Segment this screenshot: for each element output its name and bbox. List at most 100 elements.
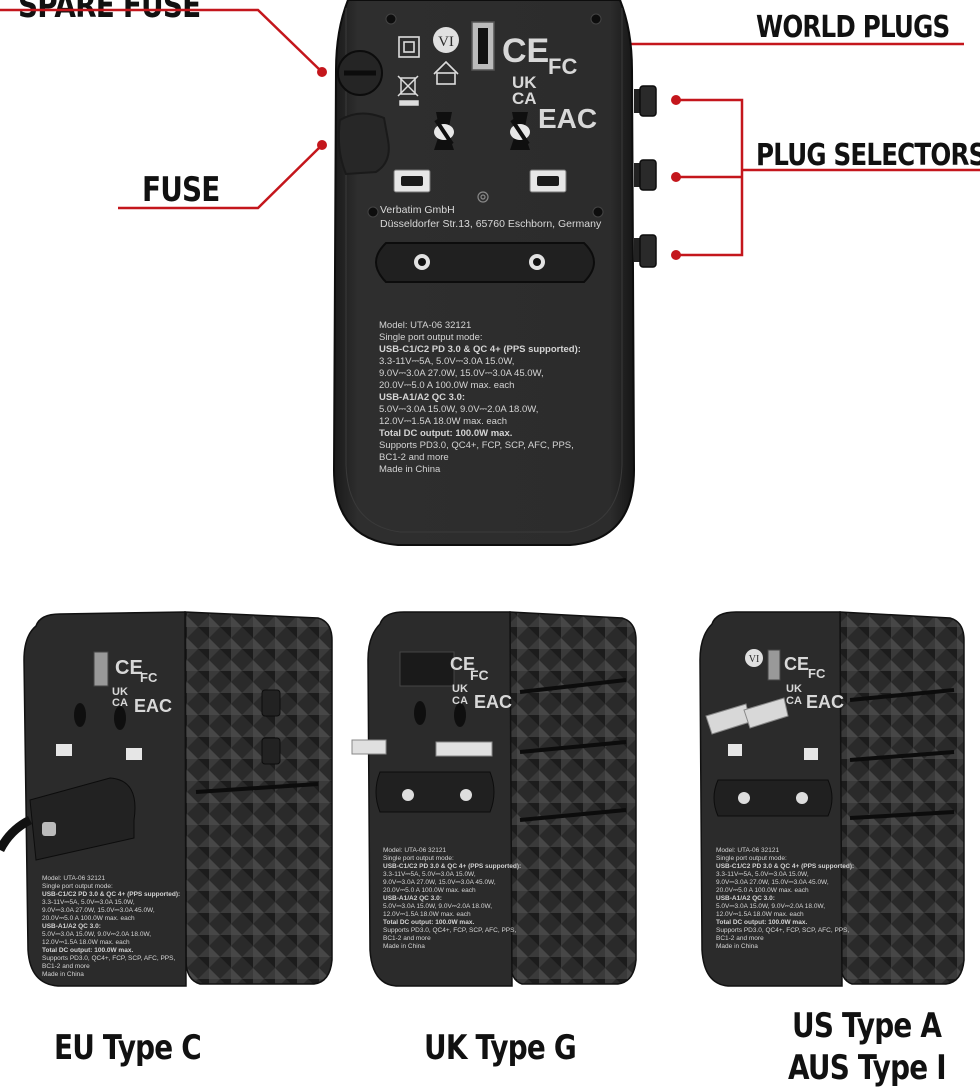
adapter-front-view: VI CE FC UK CA EAC Verbatim GmbH Düsseld…: [332, 0, 657, 546]
svg-text:Made in China: Made in China: [716, 943, 758, 950]
spec-line: USB-C1/C2 PD 3.0 & QC 4+ (PPS supported)…: [379, 344, 581, 355]
svg-text:Model: UTA-06 32121: Model: UTA-06 32121: [42, 875, 105, 882]
svg-text:3.3-11V⎓5A, 5.0V⎓3.0A 15.0W,: 3.3-11V⎓5A, 5.0V⎓3.0A 15.0W,: [383, 871, 476, 878]
svg-text:Total DC output: 100.0W max.: Total DC output: 100.0W max.: [716, 919, 807, 926]
svg-text:Supports PD3.0, QC4+, FCP, SCP: Supports PD3.0, QC4+, FCP, SCP, AFC, PPS…: [42, 955, 175, 962]
svg-text:FC: FC: [470, 667, 489, 683]
svg-text:BC1-2 and more: BC1-2 and more: [716, 935, 764, 942]
variant-eu-adapter: CE FC UK CA EAC Model: UTA-06 32121 Sing…: [0, 611, 333, 987]
eu-pin-hole-right: [529, 254, 545, 270]
manufacturer-address: Düsseldorfer Str.13, 65760 Eschborn, Ger…: [380, 218, 602, 230]
spec-line: 9.0V⎓3.0A 27.0W, 15.0V⎓3.0A 45.0W,: [379, 368, 544, 379]
svg-text:USB-C1/C2 PD 3.0 & QC 4+ (PPS: USB-C1/C2 PD 3.0 & QC 4+ (PPS supported)…: [383, 863, 521, 870]
caption-aus-type-i: AUS Type I: [788, 1048, 947, 1088]
screw-icon: [592, 206, 604, 218]
plug-selector-slider-1: [634, 85, 657, 117]
svg-text:5.0V⎓3.0A 15.0W, 9.0V⎓2.0A 18.: 5.0V⎓3.0A 15.0W, 9.0V⎓2.0A 18.0W,: [716, 903, 825, 910]
svg-text:Single port output mode:: Single port output mode:: [383, 855, 454, 862]
svg-text:3.3-11V⎓5A, 5.0V⎓3.0A 15.0W,: 3.3-11V⎓5A, 5.0V⎓3.0A 15.0W,: [42, 899, 135, 906]
svg-text:UK: UK: [786, 683, 802, 695]
variant-us-aus-adapter: VI CE FC UK CA EAC Model: UTA-06 32121 S…: [699, 611, 965, 987]
svg-text:Total DC output: 100.0W max.: Total DC output: 100.0W max.: [42, 947, 133, 954]
svg-text:9.0V⎓3.0A 27.0W, 15.0V⎓3.0A 45: 9.0V⎓3.0A 27.0W, 15.0V⎓3.0A 45.0W,: [383, 879, 496, 886]
plug-selector-slider-3: [634, 234, 657, 268]
svg-text:Model: UTA-06 32121: Model: UTA-06 32121: [383, 847, 446, 854]
caption-eu-type-c: EU Type C: [54, 1028, 202, 1068]
variant-views: CE FC UK CA EAC Model: UTA-06 32121 Sing…: [0, 611, 965, 987]
svg-text:Single port output mode:: Single port output mode:: [716, 855, 787, 862]
svg-text:Made in China: Made in China: [42, 971, 84, 978]
caption-us-type-a: US Type A: [792, 1006, 942, 1046]
usb-c-port-1: [393, 169, 431, 193]
spec-line: Supports PD3.0, QC4+, FCP, SCP, AFC, PPS…: [379, 440, 574, 451]
screw-icon: [590, 13, 602, 25]
svg-text:Single port output mode:: Single port output mode:: [42, 883, 113, 890]
svg-text:EAC: EAC: [806, 692, 844, 712]
status-led-icon: [477, 191, 489, 203]
svg-text:USB-A1/A2 QC 3.0:: USB-A1/A2 QC 3.0:: [716, 895, 775, 902]
svg-text:12.0V⎓1.5A 18.0W max. each: 12.0V⎓1.5A 18.0W max. each: [383, 911, 471, 918]
world-plug-slot-left: [434, 112, 454, 150]
svg-text:USB-A1/A2 QC 3.0:: USB-A1/A2 QC 3.0:: [42, 923, 101, 930]
svg-text:EAC: EAC: [134, 696, 172, 716]
svg-text:UK: UK: [112, 686, 128, 698]
fcc-mark: FC: [548, 54, 577, 79]
spec-line: Single port output mode:: [379, 332, 483, 343]
indoor-use-icon: [433, 60, 459, 85]
svg-text:5.0V⎓3.0A 15.0W, 9.0V⎓2.0A 18.: 5.0V⎓3.0A 15.0W, 9.0V⎓2.0A 18.0W,: [383, 903, 492, 910]
spec-line: 5.0V⎓3.0A 15.0W, 9.0V⎓2.0A 18.0W,: [379, 404, 538, 415]
svg-text:5.0V⎓3.0A 15.0W, 9.0V⎓2.0A 18.: 5.0V⎓3.0A 15.0W, 9.0V⎓2.0A 18.0W,: [42, 931, 151, 938]
spec-line: 3.3-11V⎓5A, 5.0V⎓3.0A 15.0W,: [379, 356, 514, 367]
spare-fuse-cap: [337, 50, 383, 96]
svg-text:CA: CA: [112, 697, 128, 709]
svg-text:CE: CE: [784, 654, 809, 674]
manufacturer-name: Verbatim GmbH: [380, 204, 455, 216]
svg-text:20.0V⎓5.0 A 100.0W max. each: 20.0V⎓5.0 A 100.0W max. each: [716, 887, 809, 894]
double-insulation-icon: [398, 36, 420, 58]
svg-text:FC: FC: [140, 670, 158, 685]
spec-label-block: Model: UTA-06 32121 Single port output m…: [379, 320, 581, 475]
svg-text:20.0V⎓5.0 A 100.0W max. each: 20.0V⎓5.0 A 100.0W max. each: [42, 915, 135, 922]
screw-icon: [367, 206, 379, 218]
svg-text:9.0V⎓3.0A 27.0W, 15.0V⎓3.0A 45: 9.0V⎓3.0A 27.0W, 15.0V⎓3.0A 45.0W,: [42, 907, 155, 914]
svg-text:USB-C1/C2 PD 3.0 & QC 4+ (PPS: USB-C1/C2 PD 3.0 & QC 4+ (PPS supported)…: [42, 891, 180, 898]
svg-text:20.0V⎓5.0 A 100.0W max. each: 20.0V⎓5.0 A 100.0W max. each: [383, 887, 476, 894]
svg-text:CA: CA: [786, 695, 802, 707]
eac-mark: EAC: [538, 103, 597, 134]
svg-text:CE: CE: [115, 657, 143, 679]
spec-line: USB-A1/A2 QC 3.0:: [379, 392, 465, 403]
svg-text:BC1-2 and more: BC1-2 and more: [383, 935, 431, 942]
svg-text:12.0V⎓1.5A 18.0W max. each: 12.0V⎓1.5A 18.0W max. each: [716, 911, 804, 918]
svg-text:Made in China: Made in China: [383, 943, 425, 950]
ce-mark: CE: [502, 32, 549, 70]
efficiency-level-text: VI: [438, 34, 454, 50]
screw-icon: [385, 13, 397, 25]
usb-c-port-2: [529, 169, 567, 193]
ukca-mark-ca: CA: [512, 89, 537, 108]
svg-text:EAC: EAC: [474, 692, 512, 712]
plug-selector-slider-2: [634, 159, 657, 191]
svg-text:USB-C1/C2 PD 3.0 & QC 4+ (PPS: USB-C1/C2 PD 3.0 & QC 4+ (PPS supported)…: [716, 863, 854, 870]
eu-pin-hole-left: [414, 254, 430, 270]
svg-text:9.0V⎓3.0A 27.0W, 15.0V⎓3.0A 45: 9.0V⎓3.0A 27.0W, 15.0V⎓3.0A 45.0W,: [716, 879, 829, 886]
svg-text:Total DC output: 100.0W max.: Total DC output: 100.0W max.: [383, 919, 474, 926]
spec-line: Total DC output: 100.0W max.: [379, 428, 512, 439]
svg-text:CA: CA: [452, 695, 468, 707]
svg-text:Supports PD3.0, QC4+, FCP, SCP: Supports PD3.0, QC4+, FCP, SCP, AFC, PPS…: [383, 927, 516, 934]
svg-text:BC1-2 and more: BC1-2 and more: [42, 963, 90, 970]
caption-uk-type-g: UK Type G: [424, 1028, 577, 1068]
svg-text:UK: UK: [452, 683, 468, 695]
eu-socket: [375, 242, 595, 283]
svg-text:Model: UTA-06 32121: Model: UTA-06 32121: [716, 847, 779, 854]
ukca-mark-uk: UK: [512, 73, 537, 92]
svg-text:FC: FC: [808, 666, 826, 681]
world-plug-slot-right: [510, 112, 530, 150]
svg-text:VI: VI: [749, 654, 760, 665]
spec-line: Made in China: [379, 464, 441, 475]
efficiency-level-badge: VI: [433, 27, 459, 53]
weee-bin-icon: [397, 75, 419, 106]
svg-text:USB-A1/A2 QC 3.0:: USB-A1/A2 QC 3.0:: [383, 895, 442, 902]
spec-line: 20.0V⎓5.0 A 100.0W max. each: [379, 380, 514, 391]
spec-line: Model: UTA-06 32121: [379, 320, 471, 331]
variant-uk-adapter: CE FC UK CA EAC Model: UTA-06 32121 Sing…: [351, 611, 637, 987]
